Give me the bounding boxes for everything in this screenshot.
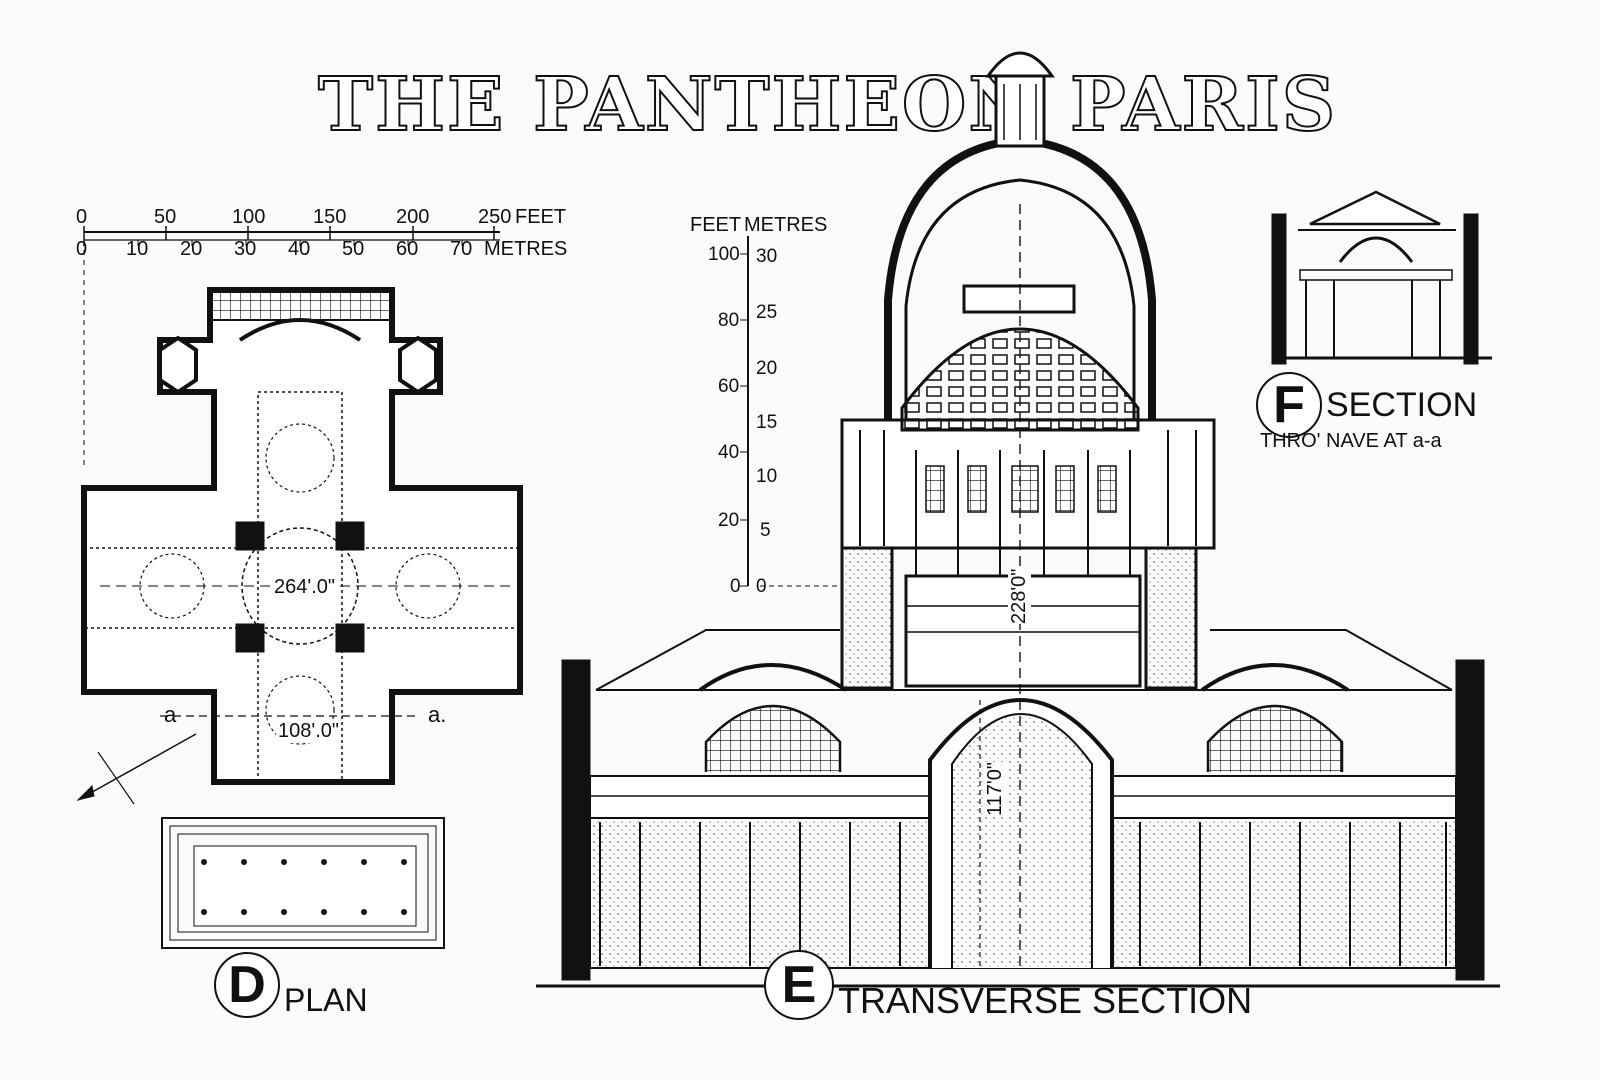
vertical-feet-tick: 60 <box>718 376 740 397</box>
metre-unit-label: METRES <box>484 238 568 260</box>
metre-tick-label: 10 <box>126 238 149 260</box>
vertical-metre-tick: 20 <box>756 358 778 379</box>
feet-tick-label: 50 <box>154 206 177 228</box>
transverse-caption-badge: E <box>764 950 834 1020</box>
nave-caption-letter: F <box>1273 376 1305 434</box>
vertical-metre-tick: 10 <box>756 466 778 487</box>
plan-drawing <box>76 287 523 949</box>
vertical-scale-feet-header: FEET <box>690 214 742 236</box>
vertical-feet-tick: 80 <box>718 310 740 331</box>
feet-tick-label: 200 <box>396 206 430 228</box>
nave-caption-badge: F <box>1256 372 1322 438</box>
vertical-metre-tick: 5 <box>760 520 771 541</box>
title-left: THE PANTHEON <box>317 61 1038 149</box>
plan-nave-dimension: 108'.0" <box>276 720 341 743</box>
metre-tick-label: 30 <box>234 238 257 260</box>
total-height-dimension: 228'0" <box>1008 568 1031 624</box>
metre-tick-label: 50 <box>342 238 365 260</box>
plan-caption-badge: D <box>214 952 280 1018</box>
section-mark-left: a <box>164 702 177 727</box>
vertical-scale-metres-header: METRES <box>744 214 828 236</box>
metre-tick-label: 70 <box>450 238 473 260</box>
feet-tick-label: 150 <box>313 206 347 228</box>
vertical-scale-line <box>740 236 840 587</box>
plan-scale-lines <box>83 226 500 470</box>
vertical-metre-tick: 25 <box>756 302 778 323</box>
arch-height-dimension: 117'0" <box>984 762 1007 816</box>
transverse-caption: TRANSVERSE SECTION <box>838 980 1253 1021</box>
vertical-feet-tick: 40 <box>718 442 740 463</box>
transverse-section-drawing <box>536 51 1500 988</box>
metre-tick-label: 40 <box>288 238 311 260</box>
metre-tick-label: 0 <box>76 238 88 260</box>
feet-tick-label: 0 <box>76 206 88 228</box>
plan-scale-bar: 0 50 100 150 200 250 FEET 0 10 20 30 40 … <box>60 200 620 270</box>
vertical-feet-tick: 20 <box>718 510 740 531</box>
vertical-feet-tick: 100 <box>708 244 740 265</box>
vertical-scale: FEET METRES 100 80 60 40 20 0 30 25 20 1… <box>690 214 850 597</box>
plan-caption: PLAN <box>284 982 368 1018</box>
metre-tick-label: 20 <box>180 238 203 260</box>
section-mark-right: a. <box>428 702 447 727</box>
metre-tick-label: 60 <box>396 238 419 260</box>
transverse-caption-letter: E <box>781 956 817 1014</box>
feet-unit-label: FEET <box>515 206 567 228</box>
feet-tick-label: 250 <box>478 206 512 228</box>
nave-section-drawing <box>1271 190 1492 365</box>
nave-caption: SECTION <box>1326 386 1478 424</box>
plan-caption-letter: D <box>228 956 266 1014</box>
plan-crossing-dimension: 264'.0" <box>272 576 337 599</box>
vertical-metre-tick: 15 <box>756 412 778 433</box>
vertical-metre-tick: 30 <box>756 246 778 267</box>
nave-subcaption: THRO' NAVE AT a-a <box>1260 430 1442 452</box>
feet-tick-label: 100 <box>232 206 266 228</box>
vertical-feet-tick: 0 <box>730 576 741 597</box>
title-right: PARIS <box>1069 61 1338 149</box>
